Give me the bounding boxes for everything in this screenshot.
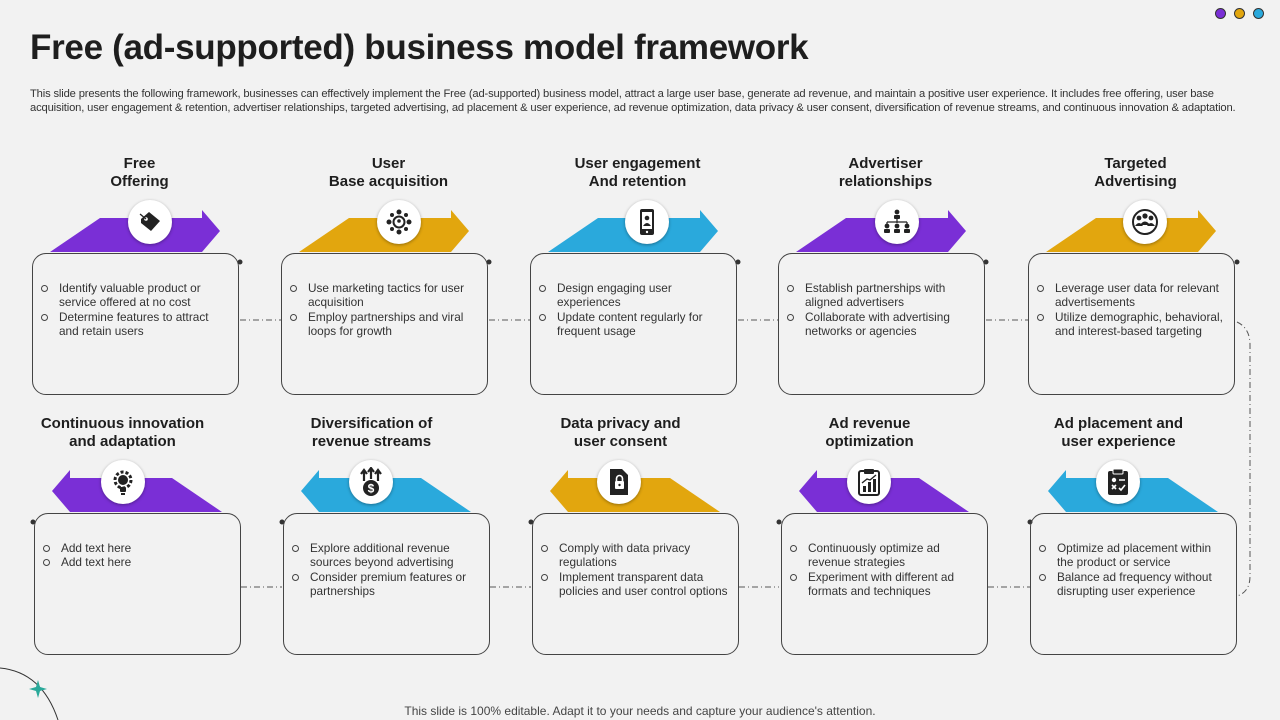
stage-card [781, 513, 988, 655]
stage-bullets: Design engaging user experiences Update … [538, 281, 726, 338]
bullet-item: Update content regularly for frequent us… [538, 310, 726, 339]
bullet-item: Use marketing tactics for user acquisiti… [289, 281, 477, 310]
stage-card [532, 513, 739, 655]
price-tag-icon [128, 200, 172, 244]
mobile-user-icon [625, 200, 669, 244]
bullet-item: Continuously optimize ad revenue strateg… [789, 541, 977, 570]
lock-document-icon [597, 460, 641, 504]
stage-card [32, 253, 239, 395]
clipboard-chart-icon [847, 460, 891, 504]
stage-bullets: Leverage user data for relevant advertis… [1036, 281, 1224, 338]
page-description: This slide presents the following framew… [30, 88, 1236, 114]
page-title: Free (ad-supported) business model frame… [30, 28, 809, 67]
stage-bullets: Add text here Add text here [42, 541, 230, 570]
bullet-item: Leverage user data for relevant advertis… [1036, 281, 1224, 310]
footer-note: This slide is 100% editable. Adapt it to… [404, 704, 876, 718]
blue-dot [1253, 8, 1264, 19]
bullet-item: Balance ad frequency without disrupting … [1038, 570, 1226, 599]
bullet-item: Utilize demographic, behavioral, and int… [1036, 310, 1224, 339]
stage-bullets: Optimize ad placement within the product… [1038, 541, 1226, 598]
stage-bullets: Identify valuable product or service off… [40, 281, 228, 338]
stage-bullets: Comply with data privacy regulations Imp… [540, 541, 728, 598]
bullet-item: Optimize ad placement within the product… [1038, 541, 1226, 570]
bullet-item: Experiment with different ad formats and… [789, 570, 977, 599]
bulb-gear-icon [101, 460, 145, 504]
gold-dot [1234, 8, 1245, 19]
stage-card [1030, 513, 1237, 655]
color-dots [1215, 8, 1264, 19]
money-arrows-icon: $ [349, 460, 393, 504]
clipboard-check-icon [1096, 460, 1140, 504]
purple-dot [1215, 8, 1226, 19]
bullet-item: Employ partnerships and viral loops for … [289, 310, 477, 339]
stage-card [530, 253, 737, 395]
bullet-item: Add text here [42, 541, 230, 555]
bullet-item: Identify valuable product or service off… [40, 281, 228, 310]
bullet-item: Determine features to attract and retain… [40, 310, 228, 339]
people-network-icon [875, 200, 919, 244]
stage-bullets: Explore additional revenue sources beyon… [291, 541, 479, 598]
bullet-item: Establish partnerships with aligned adve… [786, 281, 974, 310]
stage-bullets: Establish partnerships with aligned adve… [786, 281, 974, 338]
user-network-icon [377, 200, 421, 244]
bullet-item: Add text here [42, 555, 230, 569]
stage-card [281, 253, 488, 395]
svg-text:$: $ [368, 482, 375, 496]
bullet-item: Implement transparent data policies and … [540, 570, 728, 599]
bullet-item: Comply with data privacy regulations [540, 541, 728, 570]
stage-card [34, 513, 241, 655]
target-audience-icon [1123, 200, 1167, 244]
stage-card [283, 513, 490, 655]
bullet-item: Collaborate with advertising networks or… [786, 310, 974, 339]
bullet-item: Consider premium features or partnership… [291, 570, 479, 599]
stage-card [1028, 253, 1235, 395]
corner-decoration [0, 667, 59, 720]
bullet-item: Design engaging user experiences [538, 281, 726, 310]
stage-bullets: Continuously optimize ad revenue strateg… [789, 541, 977, 598]
bullet-item: Explore additional revenue sources beyon… [291, 541, 479, 570]
stage-bullets: Use marketing tactics for user acquisiti… [289, 281, 477, 338]
stage-card [778, 253, 985, 395]
